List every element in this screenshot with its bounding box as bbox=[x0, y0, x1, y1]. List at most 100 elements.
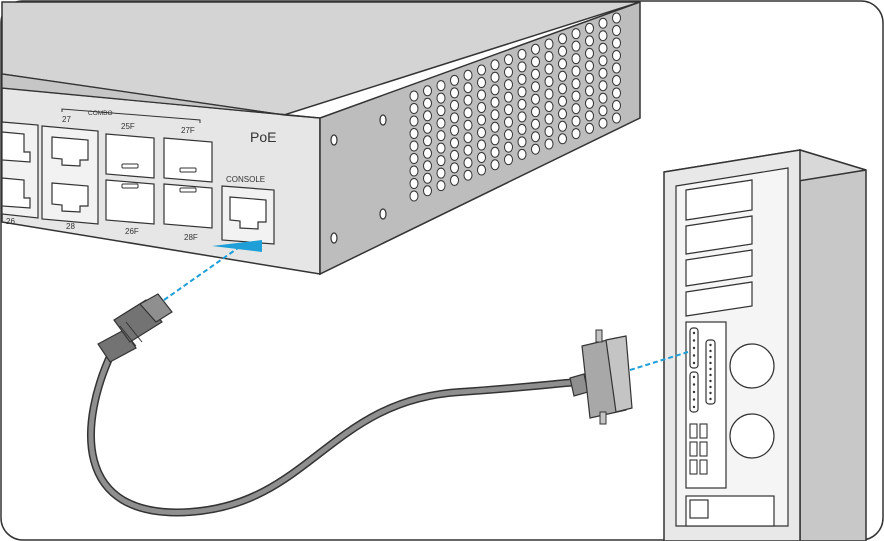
vent-hole bbox=[463, 144, 473, 156]
vent-hole bbox=[436, 130, 446, 142]
vent-hole bbox=[436, 167, 446, 179]
sfp-latch bbox=[121, 183, 139, 189]
vent-hole bbox=[571, 90, 581, 102]
vent-hole bbox=[598, 105, 608, 117]
vent-hole bbox=[409, 190, 419, 202]
vent-hole bbox=[612, 87, 621, 99]
connector-ridge bbox=[125, 321, 143, 343]
expansion-slot bbox=[685, 281, 753, 317]
port-label-26: 26 bbox=[6, 217, 15, 226]
fan-vent bbox=[729, 413, 775, 459]
vent-hole bbox=[531, 56, 540, 68]
port-label-28: 28 bbox=[66, 222, 75, 231]
vent-hole bbox=[409, 178, 419, 189]
vent-hole bbox=[585, 72, 594, 84]
vent-hole bbox=[531, 118, 540, 130]
vent-hole bbox=[544, 51, 554, 62]
pin bbox=[692, 390, 696, 394]
rj45-port-group-27-28: 27 28 bbox=[41, 115, 99, 231]
vent-hole bbox=[490, 84, 500, 96]
vent-hole bbox=[571, 103, 581, 115]
usb-port bbox=[699, 459, 708, 475]
vent-hole bbox=[504, 91, 513, 103]
screw-hole bbox=[330, 134, 338, 146]
vent-hole bbox=[612, 62, 621, 74]
pin bbox=[692, 383, 696, 386]
vent-hole bbox=[463, 94, 473, 106]
vent-hole bbox=[477, 139, 486, 151]
vent-hole bbox=[477, 127, 486, 138]
vent-hole bbox=[517, 98, 527, 110]
thumbscrew bbox=[595, 329, 603, 343]
power-socket bbox=[689, 499, 709, 519]
vent-hole bbox=[612, 50, 621, 61]
vent-hole bbox=[598, 80, 608, 92]
sfp-port-25f bbox=[105, 133, 155, 179]
vent-hole bbox=[571, 128, 581, 140]
vent-hole bbox=[517, 136, 527, 148]
sfp-latch bbox=[179, 187, 197, 193]
console-port bbox=[229, 196, 267, 230]
vent-hole bbox=[517, 73, 527, 85]
expansion-slot bbox=[685, 249, 753, 287]
vent-hole bbox=[544, 38, 554, 50]
screw-hole bbox=[330, 232, 338, 244]
vent-hole bbox=[598, 92, 608, 104]
combo-label: COMBO bbox=[88, 110, 113, 117]
port-label-25f: 25F bbox=[121, 122, 135, 131]
vent-hole bbox=[531, 93, 540, 105]
vent-hole bbox=[490, 96, 500, 108]
vent-hole bbox=[544, 63, 554, 75]
vent-hole bbox=[477, 77, 486, 88]
pin bbox=[692, 354, 696, 357]
vent-hole bbox=[504, 54, 513, 66]
rj45-port bbox=[1, 177, 31, 209]
vent-hole bbox=[463, 69, 473, 81]
vent-hole bbox=[571, 28, 581, 40]
vent-hole bbox=[423, 172, 432, 184]
vent-hole bbox=[531, 43, 540, 55]
vent-hole bbox=[612, 100, 621, 111]
guide-line-console bbox=[163, 247, 239, 301]
sfp-port-26f bbox=[105, 179, 155, 225]
vent-hole bbox=[558, 108, 567, 120]
vent-hole bbox=[612, 75, 621, 86]
vent-hole bbox=[463, 107, 473, 119]
pin bbox=[709, 367, 712, 371]
parallel-port bbox=[705, 339, 716, 405]
screw-hole bbox=[379, 114, 387, 126]
vent-hole bbox=[558, 45, 567, 57]
network-switch: 26 27 28 COMBO 25F 26F 27F 28F bbox=[1, 0, 641, 276]
vent-hole bbox=[504, 66, 513, 78]
vent-hole bbox=[409, 140, 419, 152]
pin bbox=[709, 391, 712, 395]
vent-hole bbox=[409, 115, 419, 127]
vent-hole bbox=[477, 102, 486, 113]
vent-hole bbox=[531, 143, 540, 155]
vent-hole bbox=[423, 135, 432, 147]
vent-hole bbox=[544, 76, 554, 87]
screw-hole bbox=[379, 208, 387, 220]
vent-hole bbox=[585, 85, 594, 97]
pin bbox=[692, 346, 696, 350]
vent-hole bbox=[436, 117, 446, 129]
vent-hole bbox=[436, 142, 446, 154]
vent-hole bbox=[544, 113, 554, 125]
sfp-latch bbox=[121, 163, 139, 169]
expansion-slot bbox=[685, 215, 753, 255]
vent-hole bbox=[504, 104, 513, 116]
vent-hole bbox=[544, 138, 554, 150]
vent-hole bbox=[477, 64, 486, 76]
usb-port bbox=[699, 423, 708, 439]
vent-hole bbox=[517, 61, 527, 73]
pin bbox=[709, 355, 712, 359]
vent-hole bbox=[409, 90, 419, 102]
vent-hole bbox=[598, 42, 608, 54]
vent-hole bbox=[409, 153, 419, 164]
vent-hole bbox=[490, 121, 500, 133]
vent-hole bbox=[612, 25, 621, 36]
pin bbox=[709, 349, 712, 353]
vent-hole bbox=[585, 60, 594, 72]
cable-wire-fill bbox=[88, 349, 581, 515]
